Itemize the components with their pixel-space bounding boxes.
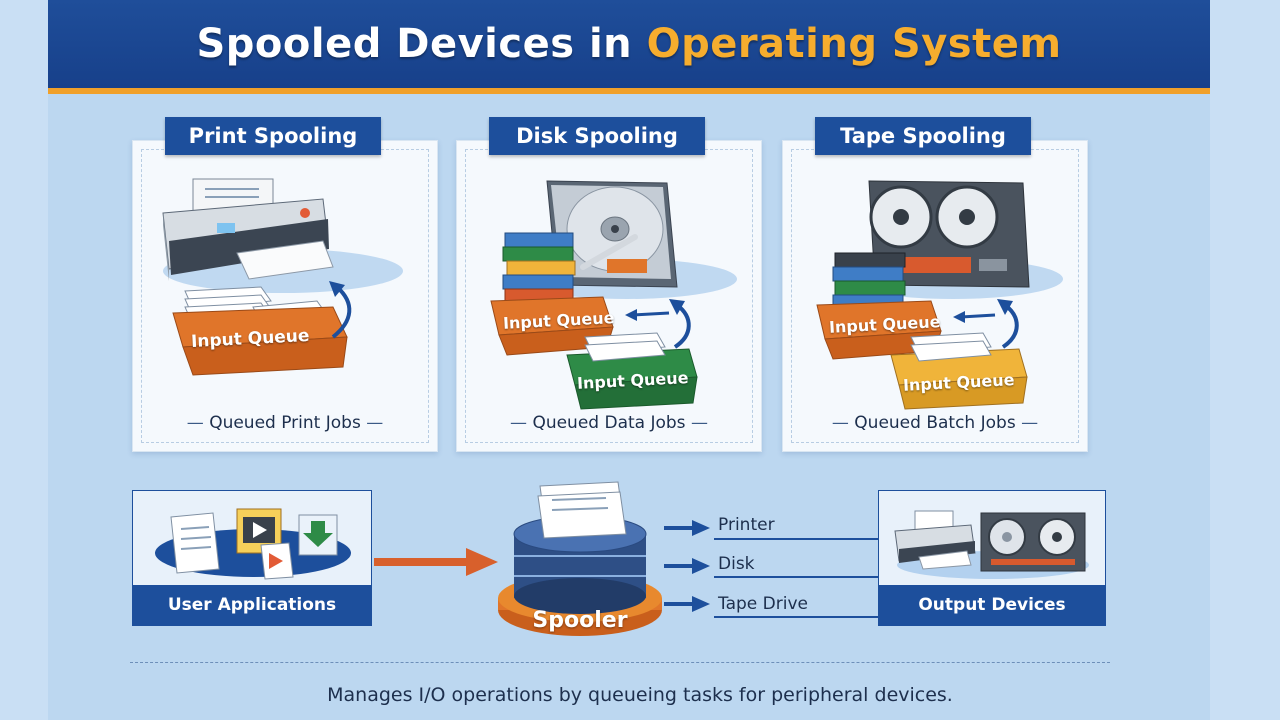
tape-spooling-title: Tape Spooling — [815, 117, 1031, 155]
footer-divider — [130, 662, 1110, 663]
pdf-file-icon — [260, 542, 294, 580]
print-spooling-panel: Print Spooling — [132, 117, 438, 452]
destination-tape-line — [714, 616, 878, 618]
to-printer-arrow-icon — [664, 520, 710, 536]
user-applications-label: User Applications — [133, 585, 371, 625]
output-devices-illustration — [894, 510, 1089, 579]
transfer-arrows-icon — [625, 299, 691, 349]
return-arrow-icon — [329, 281, 352, 339]
spooled-papers-icon — [537, 481, 627, 539]
title-highlight: Operating System — [646, 21, 1062, 67]
spooler-label: Spooler — [532, 607, 628, 633]
tape-caption: Queued Batch Jobs — [783, 413, 1087, 433]
title-underline — [48, 88, 1210, 94]
input-queue-tray-icon — [172, 306, 348, 376]
destination-printer: Printer — [718, 515, 775, 535]
destination-printer-line — [714, 538, 878, 540]
input-queue-tray-orange-icon — [490, 296, 614, 356]
to-spooler-arrow-icon — [374, 548, 498, 576]
title-banner: Spooled Devices in Operating System — [48, 0, 1210, 88]
right-margin — [1210, 0, 1280, 720]
footer-description: Manages I/O operations by queueing tasks… — [327, 684, 953, 706]
to-tape-drive-arrow-icon — [664, 596, 710, 612]
input-queue-tray-green-icon — [566, 332, 698, 410]
to-disk-arrow-icon — [664, 558, 710, 574]
document-icon — [170, 512, 220, 574]
tape-drive-icon — [868, 180, 1030, 288]
printer-icon — [894, 510, 976, 570]
spooler-cylinder-icon — [498, 481, 662, 636]
input-queue-tray-gold-icon — [890, 332, 1028, 410]
disk-spooling-panel: Disk Spooling — [456, 117, 762, 452]
title-main: Spooled Devices in — [196, 21, 647, 67]
tape-drive-icon — [980, 512, 1086, 572]
download-icon — [298, 514, 338, 556]
output-devices-box: Output Devices — [878, 490, 1106, 626]
hard-disk-icon — [546, 180, 678, 288]
page-title: Spooled Devices in Operating System — [196, 21, 1061, 67]
transfer-arrows-icon — [953, 299, 1019, 349]
print-spooling-title: Print Spooling — [165, 117, 381, 155]
tape-spooling-illustration — [816, 180, 1063, 410]
user-applications-box: User Applications — [132, 490, 372, 626]
left-margin — [0, 0, 48, 720]
disk-caption: Queued Data Jobs — [457, 413, 761, 433]
print-spooling-illustration — [162, 178, 403, 376]
user-applications-illustration — [155, 508, 351, 580]
destination-disk: Disk — [718, 554, 755, 574]
disk-spooling-title: Disk Spooling — [489, 117, 705, 155]
print-caption: Queued Print Jobs — [133, 413, 437, 433]
tape-spooling-panel: Tape Spooling — [782, 117, 1088, 452]
printer-icon — [162, 178, 334, 281]
output-devices-label: Output Devices — [879, 585, 1105, 625]
destination-disk-line — [714, 576, 878, 578]
disk-spooling-illustration — [490, 180, 737, 410]
destination-tape-drive: Tape Drive — [718, 594, 808, 614]
